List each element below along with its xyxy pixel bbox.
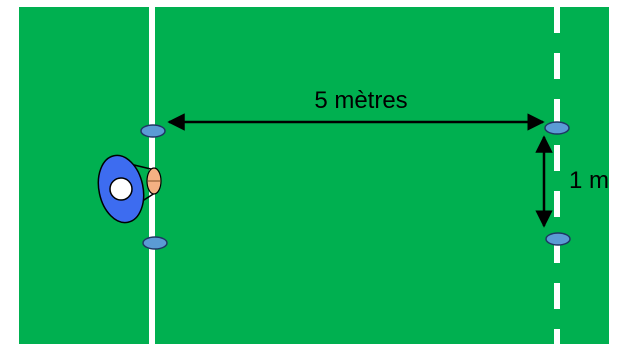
distance-label: 5 mètres xyxy=(314,87,407,114)
player-icon xyxy=(97,154,159,224)
player-head xyxy=(109,177,133,201)
cone-right-top xyxy=(544,121,570,135)
spacing-label: 1 m xyxy=(569,167,609,194)
ball-icon xyxy=(146,167,162,195)
cone-left-bottom xyxy=(142,236,168,250)
cone-left-top xyxy=(140,124,166,138)
cone-right-bottom xyxy=(545,232,571,246)
